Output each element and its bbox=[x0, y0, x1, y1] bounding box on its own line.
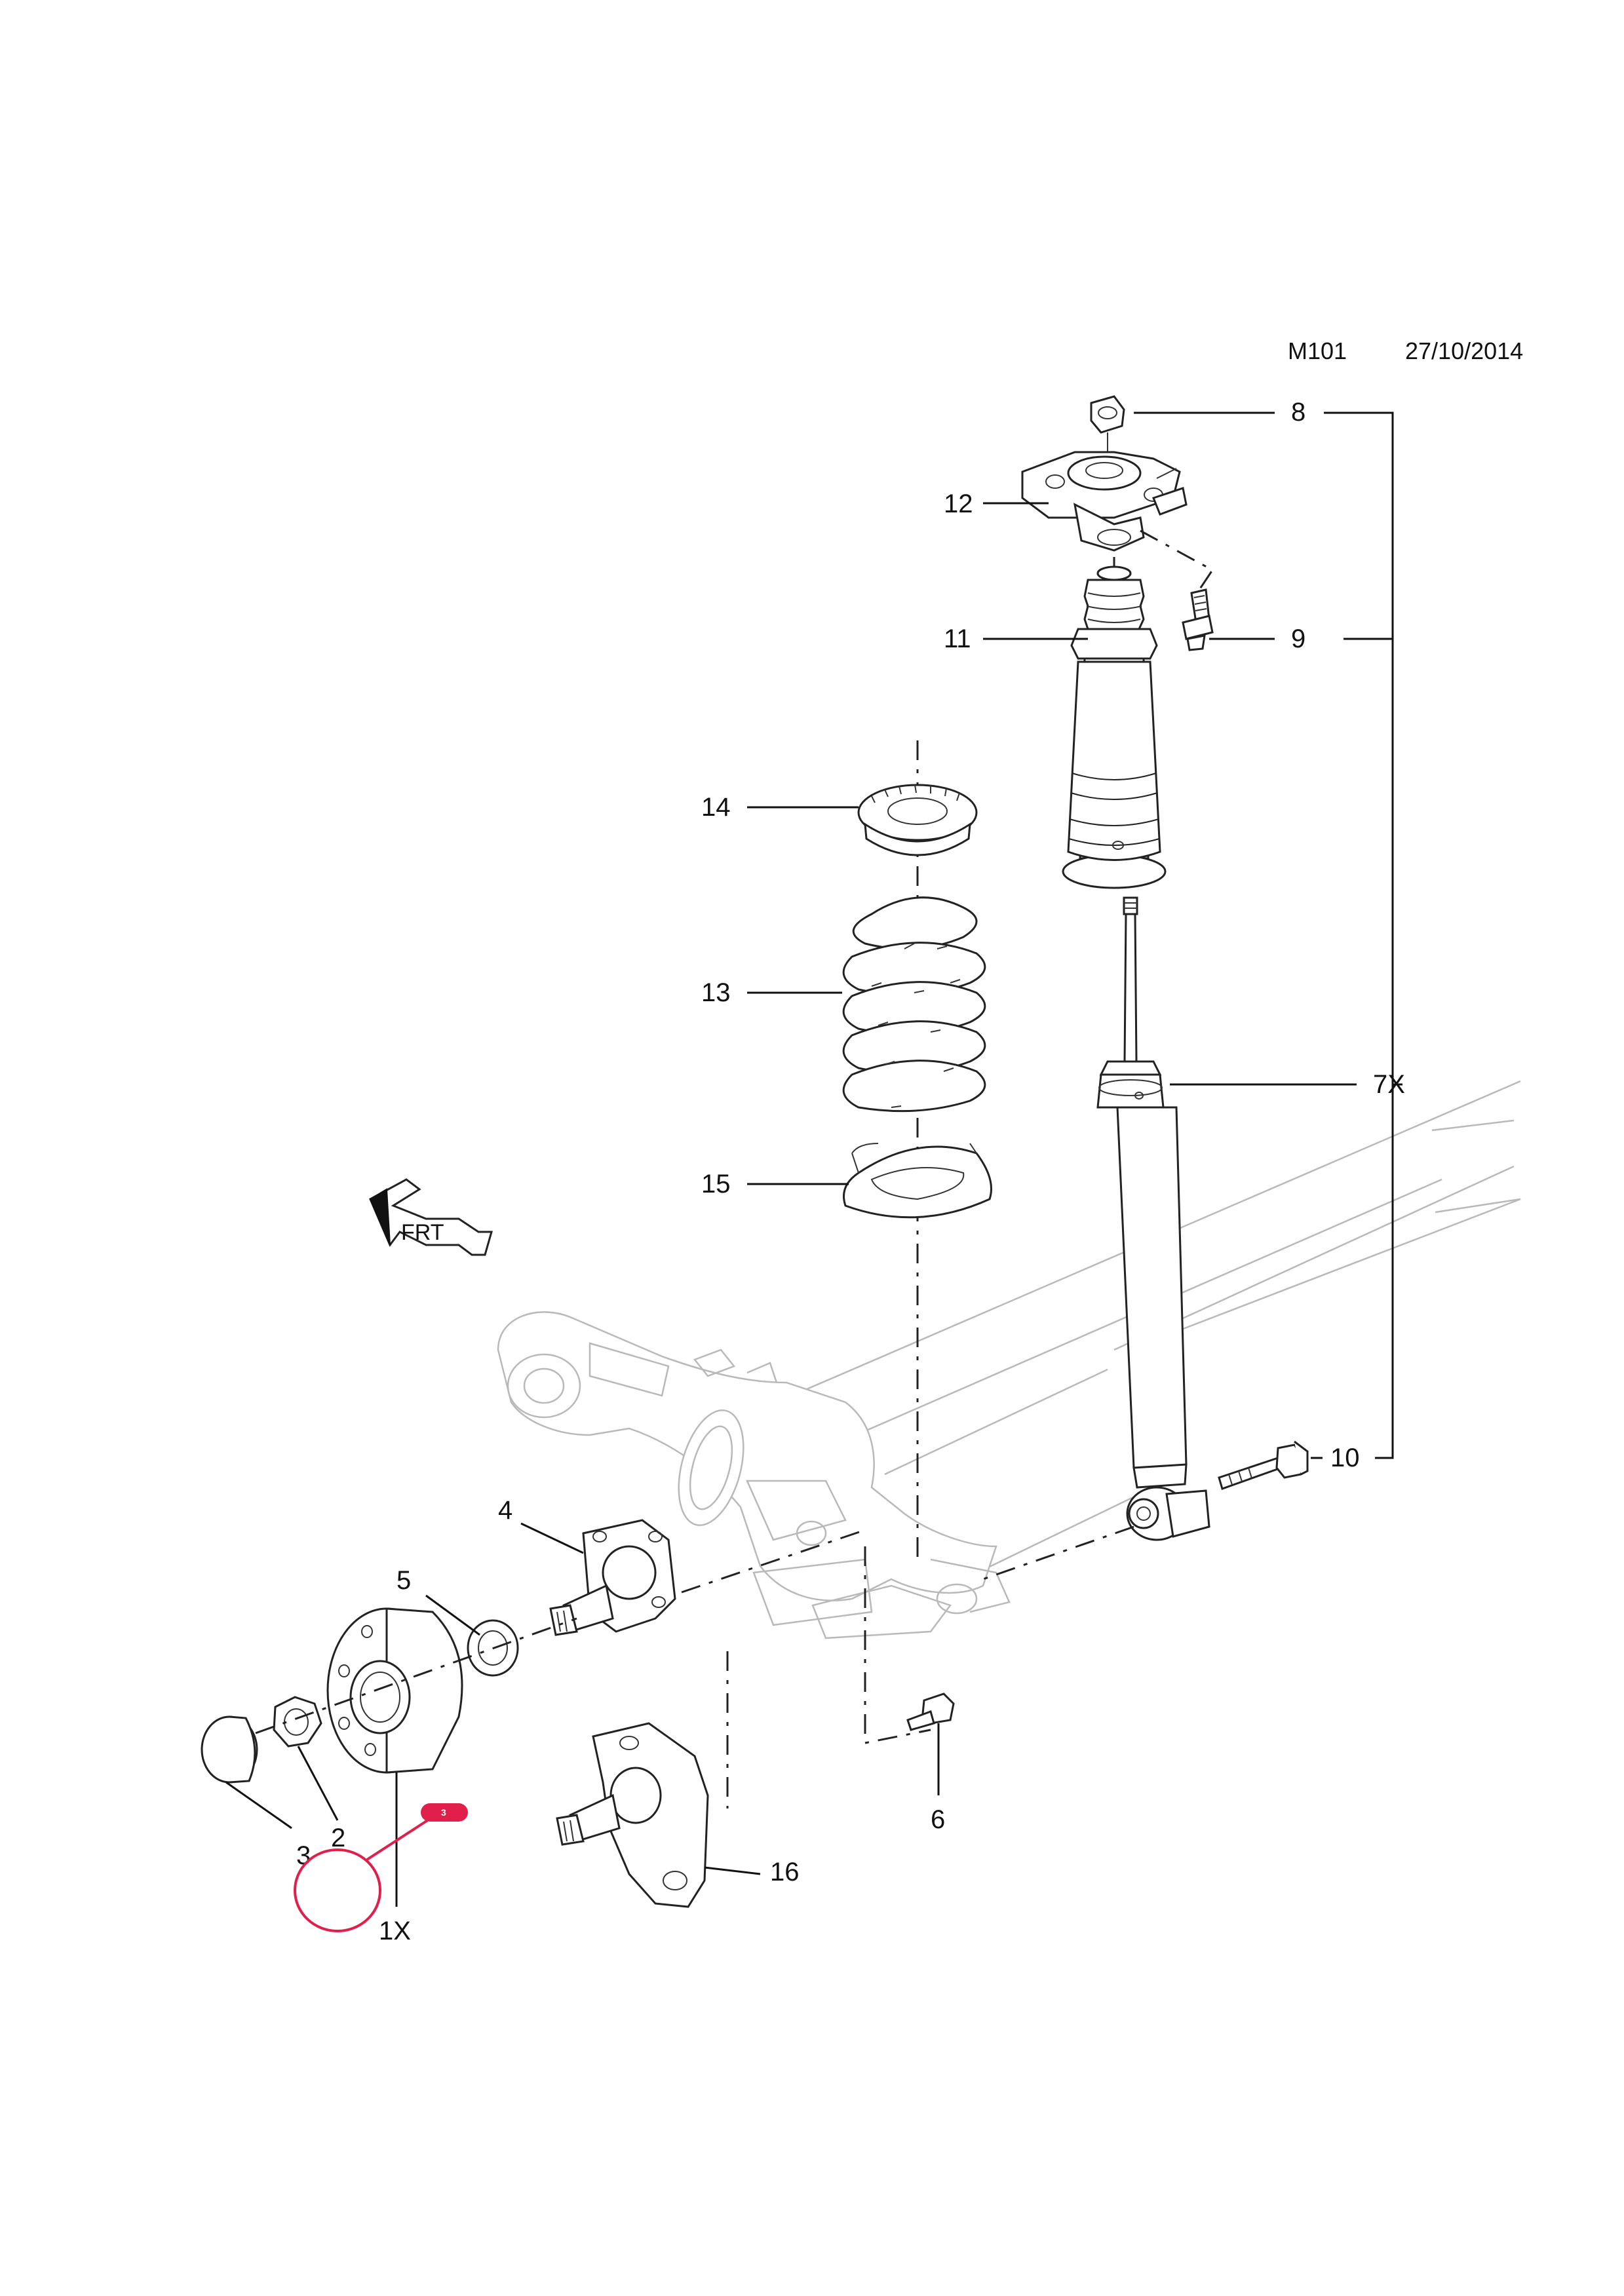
hub-axis-b bbox=[681, 1529, 866, 1594]
callout-5: 5 bbox=[396, 1566, 411, 1595]
trailing-arm-outline bbox=[497, 1311, 1011, 1639]
callout-7x: 7X bbox=[1373, 1070, 1405, 1099]
callout-12: 12 bbox=[944, 489, 973, 518]
part-7x-shock-absorber bbox=[1096, 896, 1188, 1489]
part-1x-wheel-hub bbox=[326, 1607, 463, 1774]
callout-11: 11 bbox=[944, 624, 971, 653]
part-8-top-nut bbox=[1090, 395, 1125, 452]
part-4-stub-axle bbox=[549, 1519, 676, 1636]
bolt-9-alignment bbox=[1140, 529, 1214, 590]
callout-9: 9 bbox=[1291, 624, 1305, 653]
part-2-hub-nut bbox=[273, 1696, 322, 1748]
part-9-mount-bolt bbox=[1182, 588, 1214, 651]
shock-lower-eye bbox=[1126, 1486, 1210, 1541]
leader-lines bbox=[225, 411, 1402, 1907]
callout-2: 2 bbox=[331, 1824, 345, 1852]
part-10-lower-bolt bbox=[1218, 1440, 1309, 1490]
callout-14: 14 bbox=[701, 793, 731, 822]
hub-axis-a bbox=[255, 1617, 577, 1734]
callout-15: 15 bbox=[701, 1170, 731, 1198]
callout-4: 4 bbox=[498, 1496, 512, 1525]
callout-13: 13 bbox=[701, 978, 731, 1007]
front-direction-sign: FRT bbox=[369, 1178, 493, 1256]
part-6-carrier-bolt bbox=[906, 1693, 955, 1731]
markup-circle bbox=[294, 1848, 381, 1932]
markup-badge-label: 3 bbox=[441, 1807, 446, 1818]
part-14-upper-spring-seat bbox=[857, 784, 978, 856]
callout-16: 16 bbox=[770, 1858, 800, 1886]
frt-label: FRT bbox=[401, 1220, 444, 1245]
part-16-wheel-carrier bbox=[556, 1722, 709, 1908]
diagram-code: M101 bbox=[1288, 337, 1347, 364]
part-15-lower-spring-seat bbox=[843, 1143, 992, 1219]
part-13-coil-spring bbox=[842, 896, 986, 1113]
callout-10: 10 bbox=[1330, 1444, 1360, 1472]
callout-6: 6 bbox=[931, 1805, 945, 1834]
part-12-top-mount bbox=[1021, 451, 1188, 552]
review-markup: 3 bbox=[294, 1803, 468, 1932]
callout-8: 8 bbox=[1291, 398, 1305, 427]
shock-mount-axis bbox=[982, 1525, 1134, 1580]
carrier-axis-b bbox=[864, 1546, 931, 1744]
part-11-dust-cover bbox=[1062, 565, 1167, 889]
callout-1x: 1X bbox=[379, 1917, 411, 1945]
markup-badge[interactable] bbox=[421, 1803, 468, 1822]
markup-pointer bbox=[366, 1812, 439, 1861]
diagram-date: 27/10/2014 bbox=[1405, 337, 1523, 364]
part-3-dust-cap bbox=[201, 1715, 258, 1784]
